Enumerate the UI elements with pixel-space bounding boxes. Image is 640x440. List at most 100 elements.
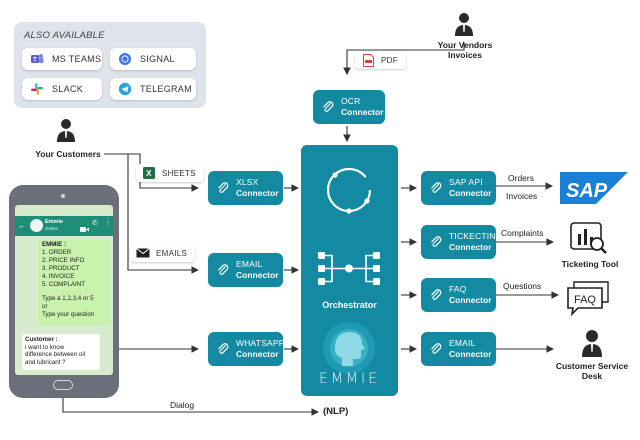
sap-api-connector-word: Connector <box>449 188 492 198</box>
paperclip-icon <box>429 181 443 195</box>
bot-line: 2. PRICE INFO <box>42 257 85 264</box>
faq-logo-text: FAQ <box>574 294 596 306</box>
questions-edge-label: Questions <box>503 281 542 291</box>
pdf-file-icon <box>361 53 375 67</box>
faq-connector-type: FAQ <box>449 284 467 294</box>
faq-connector-word: Connector <box>449 295 492 305</box>
nlp-label: (NLP) <box>323 406 349 417</box>
signal-option[interactable]: SIGNAL <box>110 48 196 70</box>
telegram-icon <box>118 82 132 96</box>
customers-person-icon <box>55 118 77 147</box>
bot-line: Type your question <box>42 311 95 318</box>
ticketing-tool-icon <box>570 222 610 261</box>
more-options-icon[interactable]: ⋮ <box>104 217 112 226</box>
emmie-head-icon <box>320 320 378 381</box>
paperclip-icon <box>216 181 230 195</box>
ocr-connector-word: Connector <box>341 107 384 117</box>
paperclip-icon <box>216 342 230 356</box>
xlsx-connector-type: XLSX <box>236 177 259 187</box>
bot-message-bubble: EMMIE : 1. ORDER 2. PRICE INFO 3. PRODUC… <box>38 239 110 325</box>
customer-line: and lubricant ? <box>25 358 66 366</box>
whatsapp-connector-type: WHATSAPP <box>236 338 285 348</box>
dialog-edge-label: Dialog <box>170 400 195 410</box>
phone-home-button[interactable] <box>53 380 73 390</box>
bot-line: 3. PRODUCT <box>42 265 80 272</box>
ticketing-connector-word: Connector <box>449 242 492 252</box>
emails-tag-label: EMAILS <box>156 248 188 258</box>
excel-icon: X <box>142 166 156 180</box>
ticketing-tool-label: Ticketing Tool <box>561 259 619 269</box>
bot-line: or <box>42 303 48 310</box>
slack-label: SLACK <box>52 84 84 94</box>
email-out-connector-word: Connector <box>449 349 492 359</box>
email-out-connector-type: EMAIL <box>449 338 476 348</box>
vendors-person-icon <box>453 12 475 41</box>
cycle-icon <box>322 163 376 222</box>
customer-line: i want to know <box>25 343 65 351</box>
ms-teams-label: MS TEAMS <box>52 54 102 64</box>
avatar <box>30 219 43 232</box>
paperclip-icon <box>429 288 443 302</box>
paperclip-icon <box>429 235 443 249</box>
customers-label: Your Customers <box>35 149 101 159</box>
bot-line: Type a 1,2,3,4 or 5 <box>42 295 94 302</box>
bot-line: 1. ORDER <box>42 249 72 256</box>
sap-logo: SAP <box>560 172 628 209</box>
chat-contact-name: Emmie <box>45 219 64 225</box>
signal-label: SIGNAL <box>140 54 175 64</box>
chat-contact-status: Online <box>45 226 59 231</box>
faq-bubble-icon: FAQ <box>566 280 610 321</box>
telegram-label: TELEGRAM <box>140 84 192 94</box>
ms-teams-icon: T <box>30 52 44 66</box>
vendors-label: Your Vendors Invoices <box>437 40 493 60</box>
customer-line: difference between oil <box>25 351 86 359</box>
back-arrow-icon[interactable]: ← <box>18 221 26 230</box>
whatsapp-connector-word: Connector <box>236 349 279 359</box>
phone-speaker <box>61 194 65 198</box>
workflow-icon <box>316 248 382 293</box>
telegram-option[interactable]: TELEGRAM <box>110 78 196 100</box>
sap-logo-text: SAP <box>566 180 608 202</box>
slack-option[interactable]: SLACK <box>22 78 102 100</box>
paperclip-icon <box>321 100 335 114</box>
sap-api-connector-type: SAP API <box>449 177 483 187</box>
phone-call-icon[interactable]: ✆ <box>92 220 98 227</box>
complaints-edge-label: Complaints <box>501 228 544 238</box>
sheets-tag: X SHEETS <box>136 164 204 182</box>
email-in-connector-type: EMAIL <box>236 259 263 269</box>
ticketing-connector-type: TICKECTING <box>449 231 503 241</box>
ms-teams-option[interactable]: T MS TEAMS <box>22 48 102 70</box>
signal-icon <box>118 52 132 66</box>
also-available-title: ALSO AVAILABLE <box>24 30 105 41</box>
xlsx-connector-word: Connector <box>236 188 279 198</box>
video-call-icon[interactable] <box>80 220 89 238</box>
ocr-connector-type: OCR <box>341 96 361 106</box>
bot-line: 5. COMPLAINT <box>42 281 85 288</box>
svg-text:X: X <box>146 169 152 178</box>
slack-icon <box>30 82 44 96</box>
svg-text:T: T <box>33 58 37 64</box>
email-in-connector-word: Connector <box>236 270 279 280</box>
sheets-tag-label: SHEETS <box>162 168 196 178</box>
emmie-brand-wordmark: EMMIE <box>319 371 380 387</box>
emails-tag: EMAILS <box>130 244 196 262</box>
bot-line: 4. INVOICE <box>42 273 75 280</box>
envelope-icon <box>136 246 150 260</box>
orchestrator-label: Orchestrator <box>322 300 377 310</box>
invoices-edge-label: Invoices <box>506 191 538 201</box>
service-desk-person-icon <box>580 329 604 362</box>
pdf-tag: PDF <box>355 51 406 69</box>
orders-edge-label: Orders <box>508 173 534 183</box>
bot-message-title: EMMIE : <box>42 241 67 248</box>
paperclip-icon <box>429 342 443 356</box>
customer-message-bubble: Customer : i want to know difference bet… <box>22 334 100 370</box>
paperclip-icon <box>216 263 230 277</box>
